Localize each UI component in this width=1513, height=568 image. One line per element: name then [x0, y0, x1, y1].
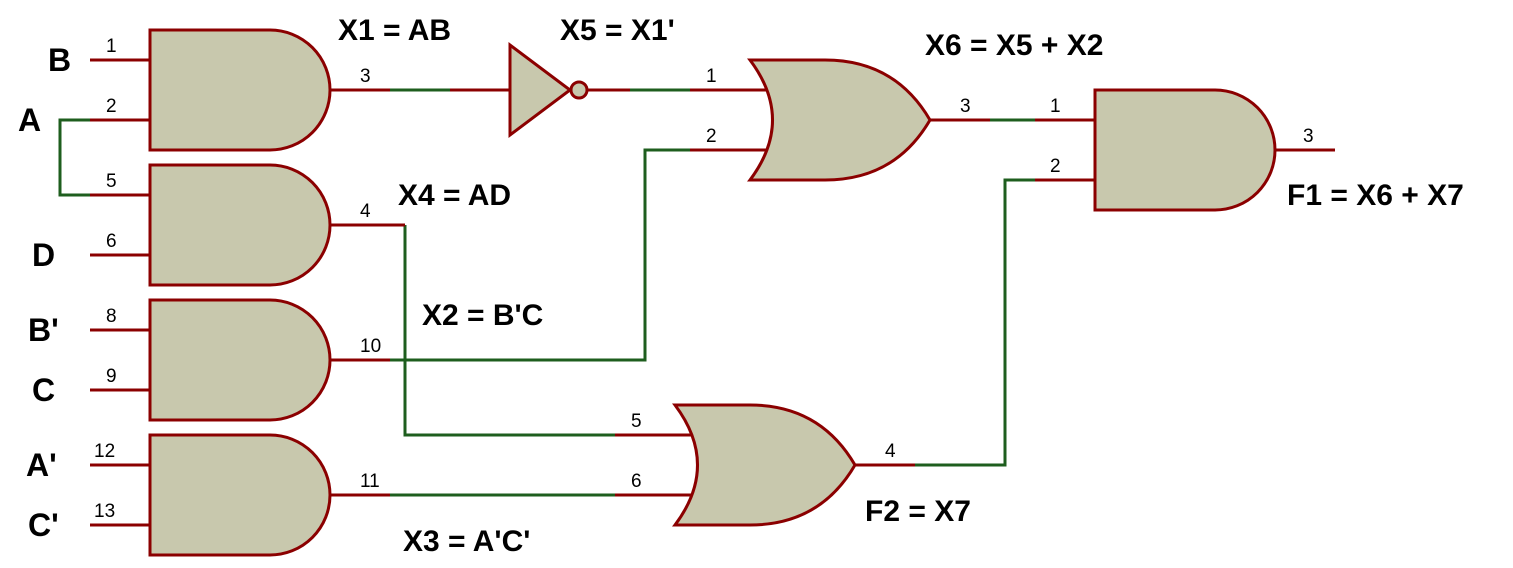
wire-a-split	[58, 118, 90, 197]
pin-numbers: 1 2 3 5 6 4 8 9 10 12 13 11 1 2 3 5 6 4 …	[94, 36, 1314, 522]
pin-number: 13	[94, 501, 115, 522]
not-gate-bubble	[569, 80, 589, 100]
wire-x2	[390, 148, 690, 362]
equation-x2: X2 = B'C	[422, 299, 543, 332]
pin-number: 3	[360, 66, 371, 87]
and-gate-x1	[148, 28, 332, 152]
input-label-c: C	[32, 372, 55, 408]
or-gate-f2	[672, 403, 857, 527]
input-label-a: A	[18, 102, 41, 138]
equation-x6: X6 = X5 + X2	[925, 29, 1103, 62]
pin-number: 2	[106, 96, 117, 117]
pin-number: 3	[960, 96, 971, 117]
pin-number: 6	[106, 231, 117, 252]
input-label-b: B	[48, 42, 71, 78]
pin-number: 1	[1050, 96, 1061, 117]
not-gate-x5	[508, 42, 589, 138]
pin-number: 6	[631, 471, 642, 492]
pin-number: 5	[631, 411, 642, 432]
not-gate-triangle	[508, 42, 573, 138]
and-gate-x2	[148, 298, 332, 422]
pin-number: 5	[106, 171, 117, 192]
pin-number: 10	[360, 336, 381, 357]
pin-number: 2	[1050, 156, 1061, 177]
pin-number: 1	[106, 36, 117, 57]
pin-number: 11	[360, 471, 380, 492]
input-label-a-not: A'	[26, 447, 57, 483]
or-gate-x6	[747, 58, 932, 182]
pin-number: 3	[1303, 126, 1314, 147]
pin-number: 2	[706, 126, 717, 147]
pin-number: 8	[106, 306, 117, 327]
input-label-c-not: C'	[28, 507, 59, 543]
equation-f2: F2 = X7	[865, 495, 971, 528]
pin-number: 4	[360, 201, 371, 222]
equation-f1: F1 = X6 + X7	[1287, 179, 1464, 212]
input-label-b-not: B'	[28, 312, 59, 348]
equation-x5: X5 = X1'	[560, 14, 675, 47]
and-gate-x4	[148, 163, 332, 287]
and-gate-f1	[1093, 88, 1277, 212]
input-label-d: D	[32, 237, 55, 273]
input-labels: B A D B' C A' C'	[18, 42, 71, 543]
pin-number: 12	[94, 441, 115, 462]
pin-leads	[90, 58, 1335, 527]
wire-x4	[403, 225, 615, 437]
wire-x7	[915, 178, 1035, 467]
equation-x1: X1 = AB	[338, 14, 451, 47]
equation-labels: X1 = AB X5 = X1' X6 = X5 + X2 X4 = AD X2…	[338, 14, 1464, 558]
pin-number: 9	[106, 366, 117, 387]
and-gate-x3	[148, 433, 332, 557]
equation-x4: X4 = AD	[398, 179, 511, 212]
pin-number: 4	[885, 441, 896, 462]
wires	[58, 88, 1035, 497]
equation-x3: X3 = A'C'	[403, 525, 530, 558]
pin-number: 1	[706, 66, 717, 87]
